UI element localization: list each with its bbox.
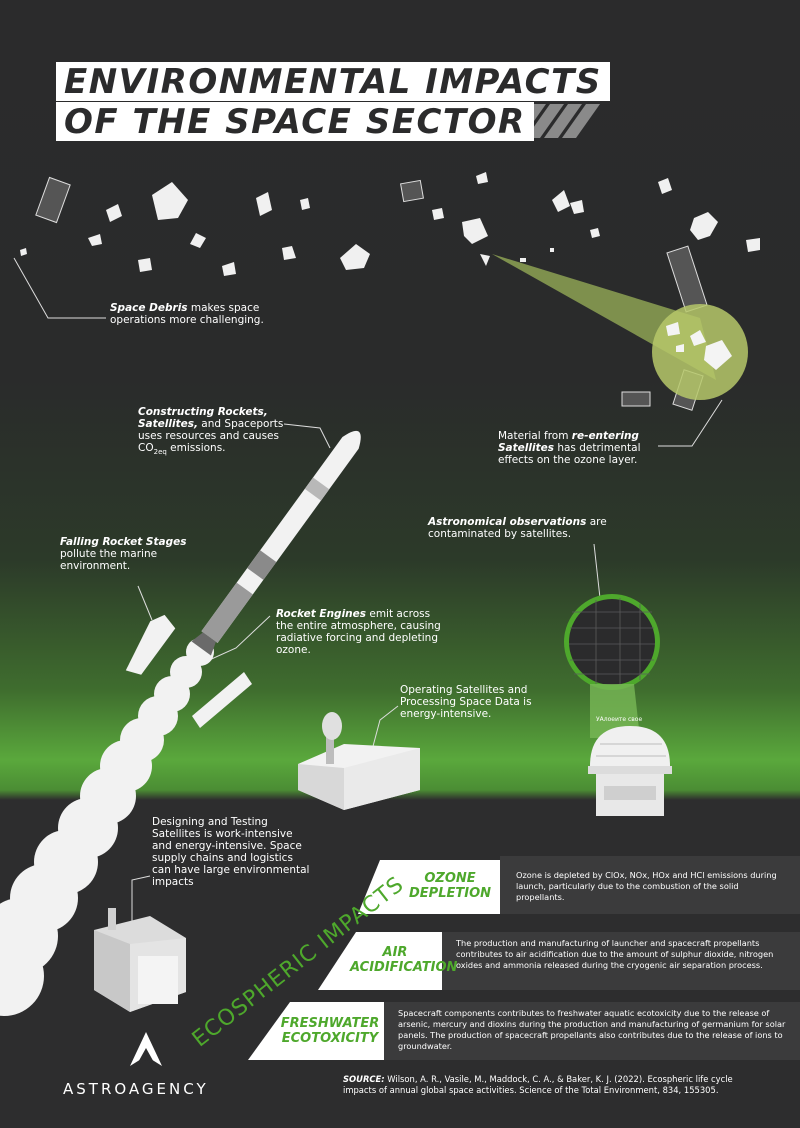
impact-text-air: The production and manufacturing of laun… xyxy=(456,938,774,970)
impact-text-freshwater: Spacecraft components contributes to fre… xyxy=(398,1008,786,1051)
callout-astronomical: Astronomical observations are contaminat… xyxy=(428,516,607,540)
observatory-caption: УАлоеите свое xyxy=(596,716,643,723)
callout-lines xyxy=(13,257,723,930)
rocket xyxy=(191,430,361,656)
page-title-line1: ENVIRONMENTAL IMPACTS xyxy=(56,62,610,101)
test-facility xyxy=(94,908,186,1012)
callout-constructing: Constructing Rockets, Satellites, and Sp… xyxy=(138,406,284,457)
telescope-view-grid xyxy=(569,598,655,686)
astroagency-logo-mark xyxy=(130,1032,162,1066)
ground-station xyxy=(298,712,420,810)
space-debris xyxy=(20,172,760,276)
page-title-line2: OF THE SPACE SECTOR xyxy=(56,102,534,141)
callout-reentering: Material from re-entering Satellites has… xyxy=(498,430,641,466)
callout-designing: Designing and Testing Satellites is work… xyxy=(152,816,310,888)
source-citation: SOURCE: Wilson, A. R., Vasile, M., Maddo… xyxy=(343,1074,733,1095)
impacts-panels xyxy=(248,856,800,1060)
reentry-debris xyxy=(666,322,732,370)
observatory xyxy=(588,726,672,816)
callout-operating: Operating Satellites and Processing Spac… xyxy=(400,684,532,720)
callout-falling-stages: Falling Rocket Stages pollute the marine… xyxy=(60,536,187,572)
callout-rocket-engines: Rocket Engines emit across the entire at… xyxy=(276,608,441,656)
impact-text-ozone: Ozone is depleted by ClOx, NOx, HOx and … xyxy=(516,870,777,902)
rocket-exhaust xyxy=(0,638,214,1016)
falling-stages xyxy=(125,614,252,728)
reentry-glow xyxy=(652,304,748,400)
observatory-beam xyxy=(590,684,640,738)
astroagency-logo-text: ASTROAGENCY xyxy=(63,1080,209,1098)
callout-space-debris: Space Debris makes space operations more… xyxy=(110,302,264,326)
telescope-view xyxy=(569,599,655,685)
